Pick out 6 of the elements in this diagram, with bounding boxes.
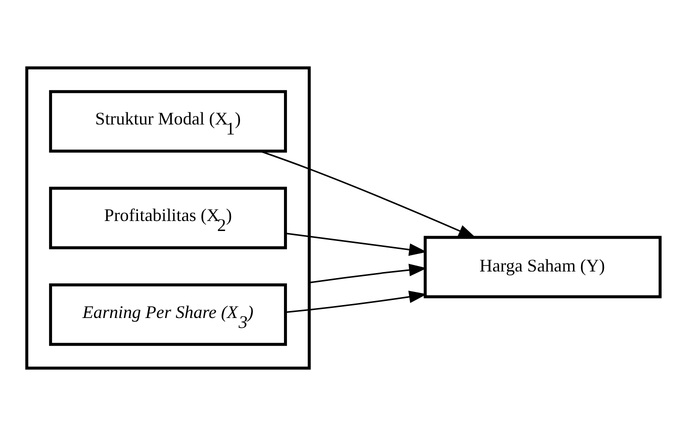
arrow	[309, 264, 427, 284]
arrow	[260, 150, 476, 238]
arrow	[286, 290, 427, 314]
arrow	[285, 232, 427, 256]
node-box: Harga Saham (Y)	[424, 236, 662, 298]
cluster	[25, 66, 311, 370]
